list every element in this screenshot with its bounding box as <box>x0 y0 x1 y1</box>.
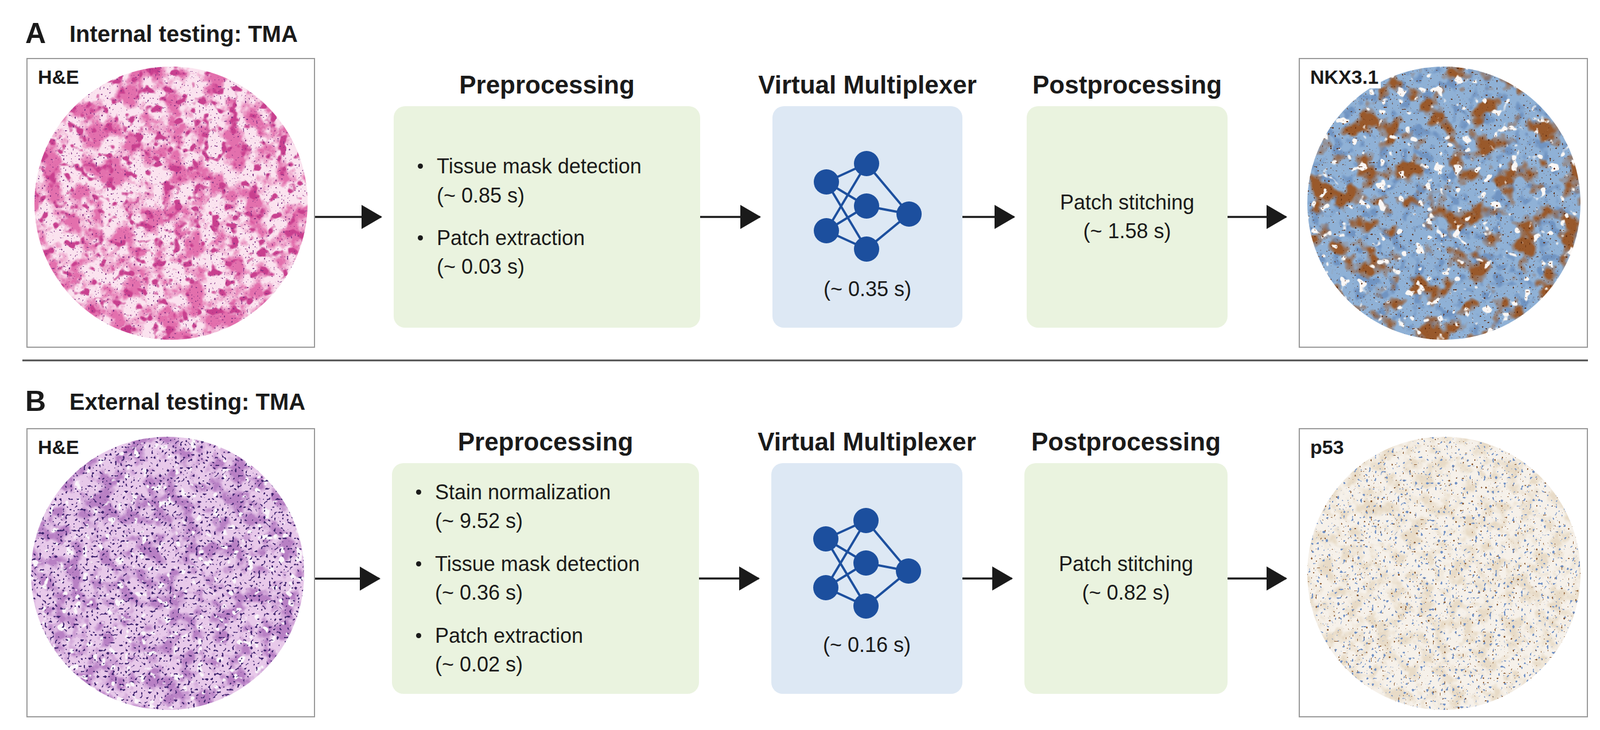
step-text: Patch stitching (~ 1.58 s) <box>1058 188 1197 247</box>
flow-arrow <box>700 215 760 219</box>
step-heading: Preprocessing <box>459 70 635 100</box>
network-node <box>853 236 880 262</box>
stain-label: NKX3.1 <box>1307 65 1381 89</box>
step-heading: Virtual Multiplexer <box>757 427 977 457</box>
process-box: PostprocessingPatch stitching (~ 0.82 s) <box>1024 463 1228 694</box>
bullet-dot <box>417 163 423 169</box>
flow-arrow <box>315 215 382 219</box>
flow-arrow <box>962 215 1015 219</box>
flow-arrow <box>962 577 1012 580</box>
network-node <box>813 169 840 195</box>
bullet-dot <box>416 561 422 567</box>
process-box: PreprocessingStain normalization (~ 9.52… <box>391 463 699 694</box>
step-heading: Postprocessing <box>1032 70 1222 100</box>
network-node <box>853 593 879 619</box>
step-heading: Preprocessing <box>457 427 634 457</box>
bullet-dot <box>416 632 422 639</box>
runtime-text: (~ 0.16 s) <box>822 630 911 660</box>
step-item: Tissue mask detection (~ 0.36 s) <box>435 549 644 608</box>
step-item: Patch extraction (~ 0.02 s) <box>435 621 588 680</box>
network-node <box>813 526 839 552</box>
step-item: Patch extraction (~ 0.03 s) <box>436 223 589 282</box>
flow-arrow <box>315 577 380 580</box>
runtime-text: (~ 0.35 s) <box>823 274 912 304</box>
step-item: Tissue mask detection (~ 0.85 s) <box>436 152 646 211</box>
process-box: PostprocessingPatch stitching (~ 1.58 s) <box>1026 106 1228 328</box>
panel-title: External testing: TMA <box>69 388 306 415</box>
network-node <box>896 201 922 227</box>
network-node <box>853 193 880 219</box>
process-box: PreprocessingTissue mask detection (~ 0.… <box>393 106 701 328</box>
network-node <box>813 218 840 244</box>
step-heading: Postprocessing <box>1031 427 1221 457</box>
step-item: Stain normalization (~ 9.52 s) <box>435 478 615 537</box>
panel-letter: A <box>25 17 46 51</box>
he-tissue-core <box>30 436 305 710</box>
network-node <box>813 575 839 601</box>
stain-label: H&E <box>35 436 82 459</box>
p53-tissue-core <box>1307 436 1581 710</box>
network-node <box>853 507 879 534</box>
step-text: Patch stitching (~ 0.82 s) <box>1057 549 1196 608</box>
stain-label: H&E <box>35 65 82 89</box>
model-box: Virtual Multiplexer(~ 0.16 s) <box>771 463 963 694</box>
flow-arrow <box>1227 577 1287 580</box>
flow-arrow <box>698 577 759 580</box>
network-node <box>895 558 922 584</box>
nkx31-tissue-core <box>1307 66 1581 340</box>
bullet-dot <box>416 489 422 495</box>
stain-label: p53 <box>1307 436 1347 459</box>
network-node <box>853 550 879 576</box>
network-node <box>853 150 880 177</box>
panel-divider <box>22 359 1588 362</box>
step-heading: Virtual Multiplexer <box>758 70 977 100</box>
panel-title: Internal testing: TMA <box>69 20 298 48</box>
he-tissue-core <box>34 66 308 340</box>
panel-letter: B <box>25 385 46 419</box>
bullet-dot <box>417 235 423 241</box>
flow-arrow <box>1227 215 1287 219</box>
